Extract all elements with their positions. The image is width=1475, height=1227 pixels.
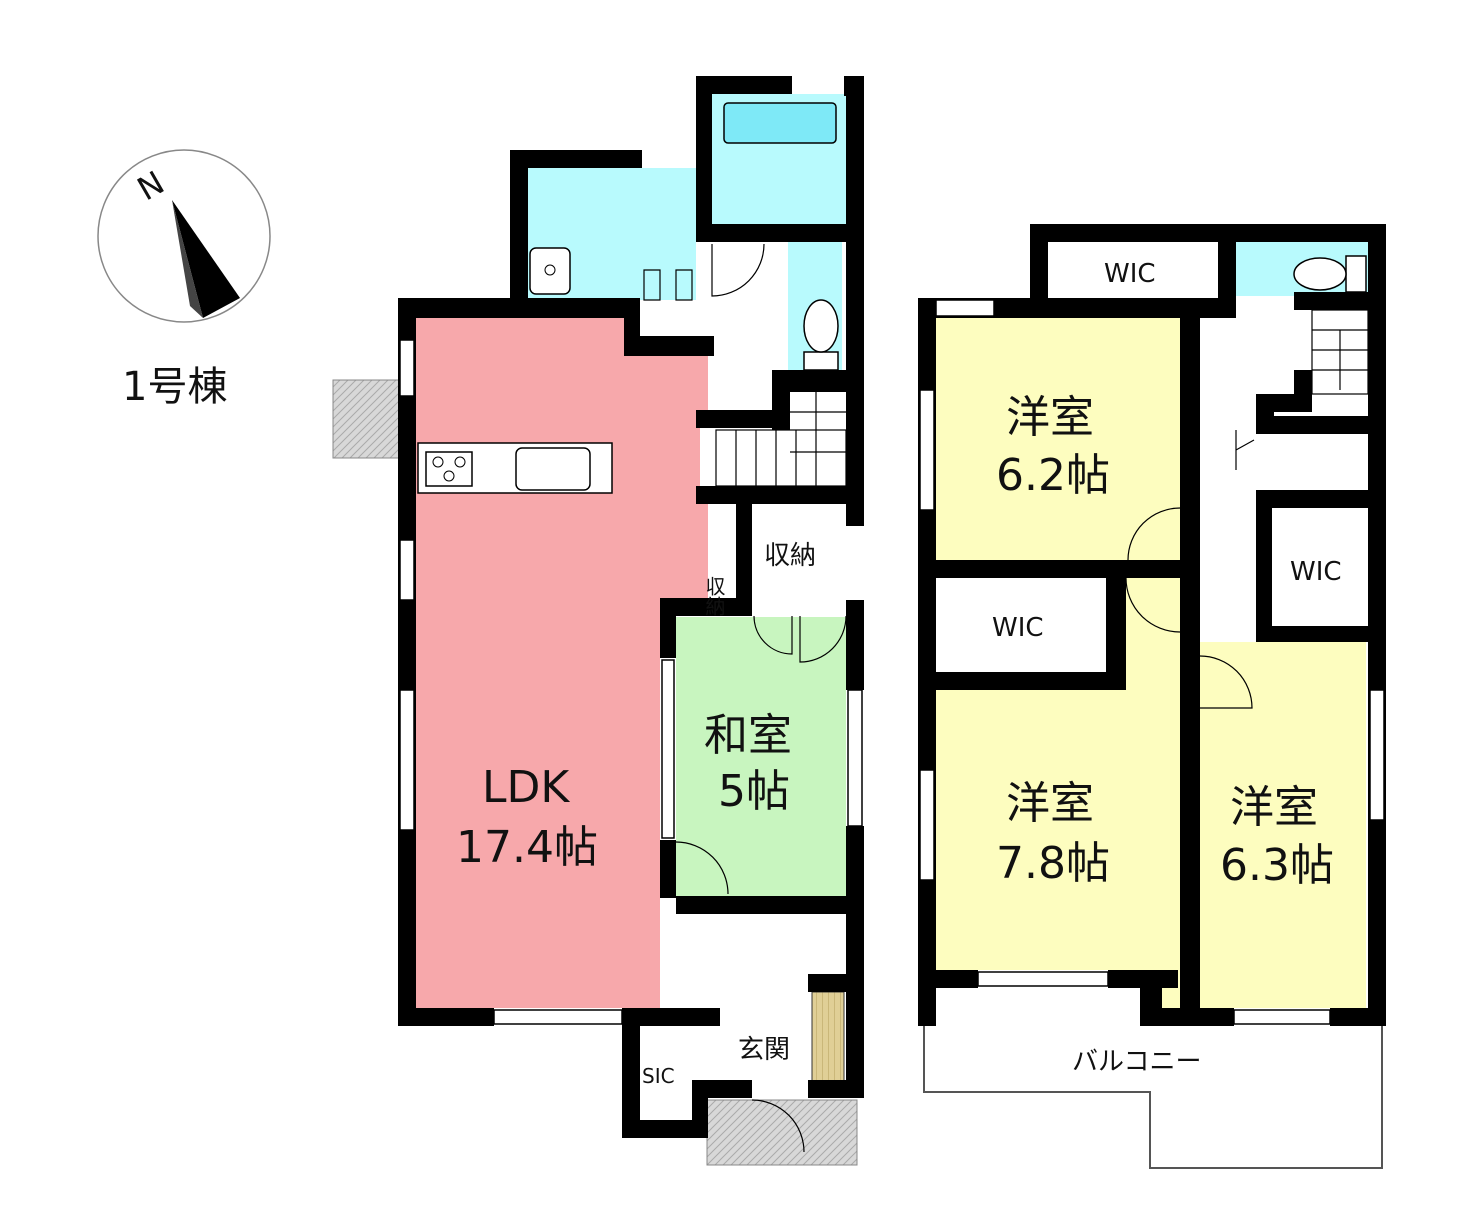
washitsu-size: 5帖 bbox=[718, 766, 790, 817]
stove-icon bbox=[425, 451, 473, 487]
ldk-size: 17.4帖 bbox=[456, 822, 598, 873]
sic-box bbox=[640, 1026, 692, 1120]
room-b-size: 7.8帖 bbox=[996, 838, 1110, 889]
room-a-size: 6.2帖 bbox=[996, 450, 1110, 501]
stairs-1f bbox=[715, 392, 847, 487]
first-floor: LDK 17.4帖 和室 5帖 収納 収納 玄関 SIC bbox=[332, 76, 864, 1166]
wic-right-label: WIC bbox=[1290, 557, 1342, 587]
windows-1f bbox=[399, 339, 863, 1025]
washbasin-icon bbox=[529, 247, 571, 295]
room-b-name: 洋室 bbox=[1006, 778, 1094, 829]
toilet-icon-1f bbox=[803, 299, 839, 371]
storage-small-label: 収納 bbox=[702, 576, 726, 616]
doors-2f bbox=[1125, 430, 1255, 709]
room-a-name: 洋室 bbox=[1006, 392, 1094, 443]
balcony-label: バルコニー bbox=[1072, 1047, 1201, 1077]
compass: N bbox=[97, 149, 271, 323]
building-label: 1号棟 bbox=[122, 364, 227, 410]
entrance-label: 玄関 bbox=[738, 1035, 790, 1065]
sink-icon bbox=[515, 447, 591, 491]
wic-right-box bbox=[1272, 508, 1368, 626]
walls-1f bbox=[398, 76, 864, 1138]
windows-2f bbox=[919, 299, 1385, 1025]
exterior-hatch-west bbox=[332, 379, 400, 459]
wic-top-label: WIC bbox=[1104, 259, 1156, 289]
storage-large-box bbox=[752, 504, 846, 598]
sic-label: SIC bbox=[642, 1064, 675, 1088]
room-a-fill bbox=[936, 318, 1182, 560]
room-c-name: 洋室 bbox=[1230, 782, 1318, 833]
storage-large-label: 収納 bbox=[764, 541, 816, 571]
compass-needle-light bbox=[172, 200, 203, 318]
wic-top-box bbox=[1048, 242, 1218, 298]
bathtub-icon bbox=[723, 102, 837, 144]
washitsu-name: 和室 bbox=[704, 710, 792, 761]
compass-needle bbox=[172, 200, 240, 318]
stairs-2f bbox=[1311, 309, 1369, 395]
second-floor: WIC WIC WIC 洋室 6.2帖 洋室 7.8帖 洋室 6.3帖 バルコニ… bbox=[918, 224, 1386, 1169]
balcony-outline bbox=[923, 1024, 1383, 1169]
wic-middle-box bbox=[936, 578, 1106, 672]
genkan-step bbox=[811, 991, 845, 1083]
room-b-fill bbox=[936, 578, 1182, 1008]
toilet-icon-2f bbox=[1293, 255, 1367, 293]
kitchen-counter bbox=[417, 442, 613, 494]
room-c-size: 6.3帖 bbox=[1220, 840, 1334, 891]
washitsu-fill bbox=[676, 617, 846, 896]
room-c-fill bbox=[1200, 642, 1366, 1008]
wic-middle-label: WIC bbox=[992, 613, 1044, 643]
doors-1f bbox=[643, 243, 847, 1153]
ldk-name: LDK bbox=[482, 762, 570, 813]
